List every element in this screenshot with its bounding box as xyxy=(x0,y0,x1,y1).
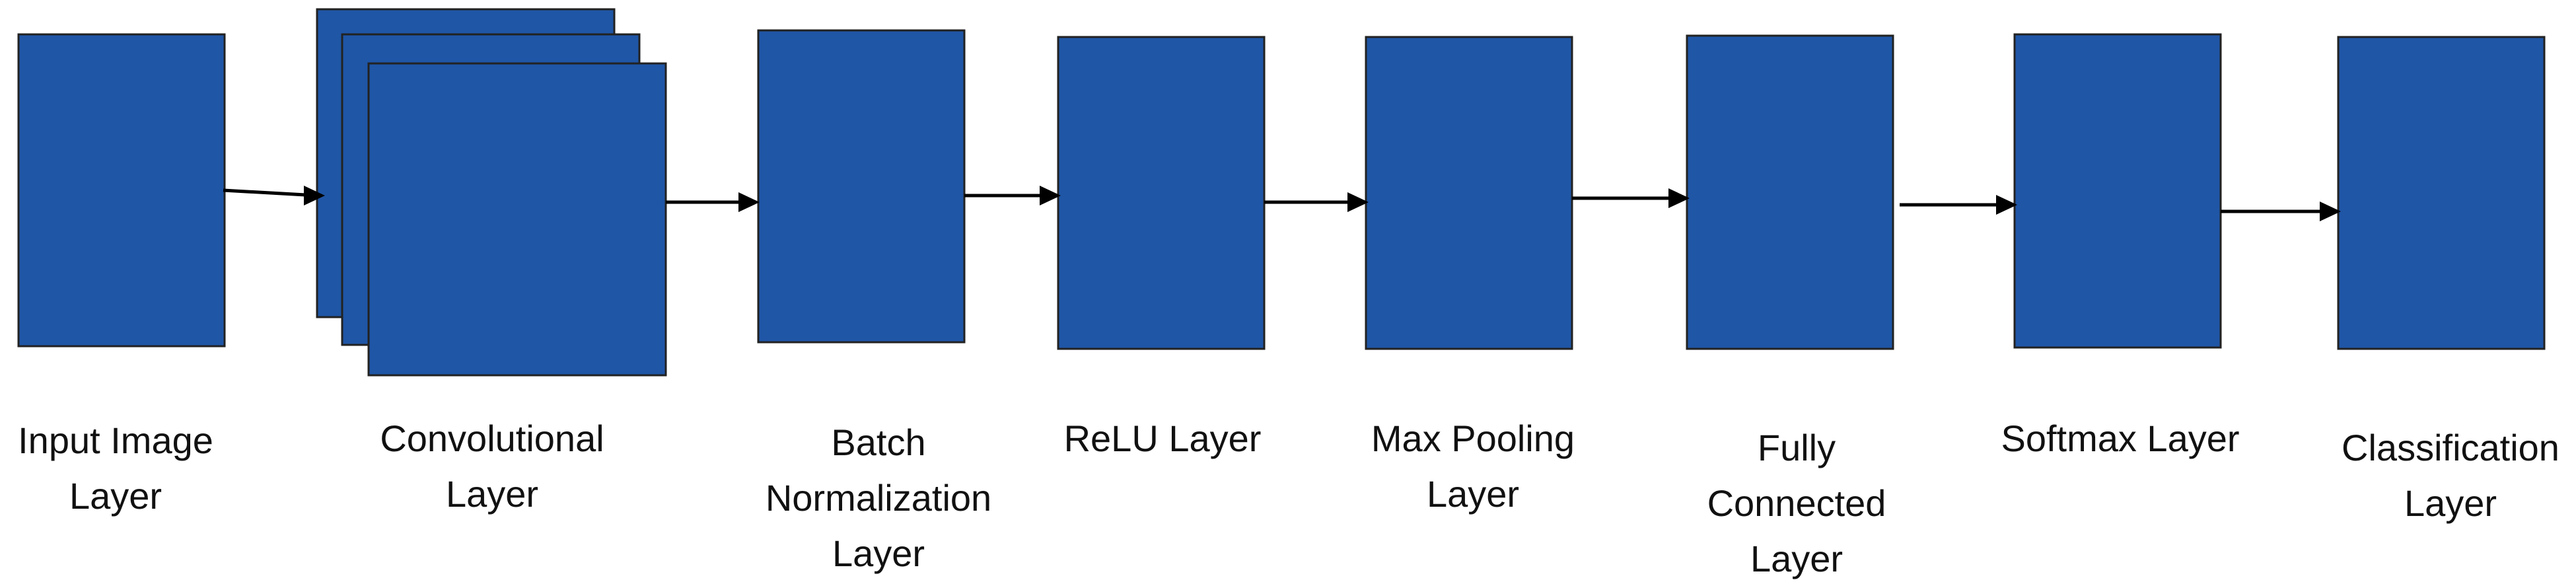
arrowhead-maxpool-to-fullyconnected xyxy=(1668,188,1690,208)
relu-layer-label: ReLU Layer xyxy=(1063,418,1262,459)
convolutional-layer-block-front xyxy=(367,62,667,377)
fully-connected-layer-block xyxy=(1686,34,1894,350)
convolutional-layer-label: Convolutional Layer xyxy=(380,418,604,515)
softmax-layer-block xyxy=(2013,33,2222,349)
convolutional-layer-block xyxy=(316,8,667,377)
classification-layer-block xyxy=(2337,36,2546,350)
arrowhead-softmax-to-classification xyxy=(2320,202,2341,221)
relu-layer-block xyxy=(1057,36,1266,350)
input-image-layer-block xyxy=(17,33,226,348)
input-image-layer-label: Input Image Layer xyxy=(18,420,213,517)
softmax-layer-label: Softmax Layer xyxy=(2001,418,2240,459)
max-pooling-layer-block xyxy=(1365,36,1573,350)
arrowhead-convolutional-to-batchnorm xyxy=(738,192,760,212)
arrow-input-to-convolutional xyxy=(223,188,318,199)
arrowhead-fullyconnected-to-softmax xyxy=(1996,195,2017,215)
batch-normalization-layer-label: Batch Normalization Layer xyxy=(765,422,992,574)
classification-layer-label: Classification Layer xyxy=(2342,427,2559,524)
max-pooling-layer-label: Max Pooling Layer xyxy=(1371,418,1575,515)
fully-connected-layer-label: Fully Connected Layer xyxy=(1707,427,1886,579)
arrowhead-relu-to-maxpool xyxy=(1347,192,1369,212)
arrowhead-input-to-convolutional xyxy=(304,186,325,205)
batch-normalization-layer-block xyxy=(757,29,966,344)
arrowhead-batchnorm-to-relu xyxy=(1040,186,1061,205)
